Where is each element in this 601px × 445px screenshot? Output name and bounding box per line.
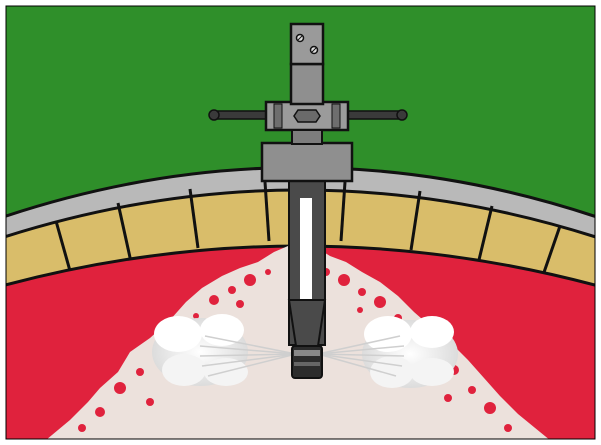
lance <box>289 175 325 346</box>
nozzle <box>292 346 322 378</box>
valve-head <box>291 24 323 64</box>
mount-block <box>262 143 352 181</box>
upper-housing <box>291 64 323 104</box>
